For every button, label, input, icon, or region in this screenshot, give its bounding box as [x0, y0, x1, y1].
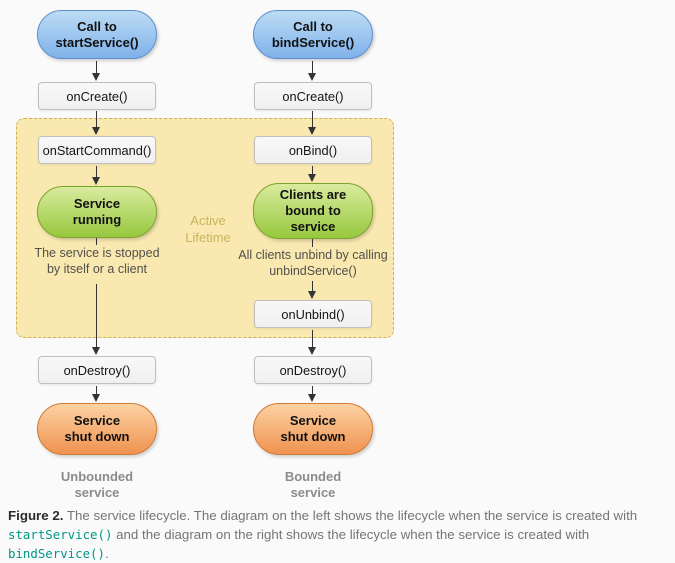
arrow-down — [92, 111, 101, 135]
active-lifetime-label: Active Lifetime — [185, 213, 231, 245]
flow-line — [308, 239, 317, 247]
arrow-down — [308, 281, 317, 299]
figure-number: Figure 2. — [8, 508, 64, 523]
arrow-down — [92, 284, 101, 355]
arrow-down — [92, 61, 101, 81]
node-oncreate-left: onCreate() — [38, 82, 156, 110]
node-service-shutdown-left: Service shut down — [37, 403, 157, 455]
arrow-down — [92, 386, 101, 402]
node-ondestroy-right: onDestroy() — [254, 356, 372, 384]
arrow-down — [308, 330, 317, 355]
node-oncreate-right: onCreate() — [254, 82, 372, 110]
flow-line — [92, 238, 101, 245]
bindservice-code: bindService() — [8, 546, 105, 561]
startservice-code: startService() — [8, 527, 113, 542]
node-ondestroy-left: onDestroy() — [38, 356, 156, 384]
node-onunbind: onUnbind() — [254, 300, 372, 328]
arrow-down — [308, 61, 317, 81]
node-service-shutdown-right: Service shut down — [253, 403, 373, 455]
node-onstartcommand: onStartCommand() — [38, 136, 156, 164]
arrow-down — [308, 111, 317, 135]
node-onbind: onBind() — [254, 136, 372, 164]
arrow-down — [308, 166, 317, 182]
arrow-down — [92, 166, 101, 185]
node-clients-bound: Clients are bound to service — [253, 183, 373, 239]
node-call-startservice: Call to startService() — [37, 10, 157, 59]
unbounded-service-label: Unbounded service — [60, 469, 134, 500]
arrow-down — [308, 386, 317, 402]
stopped-note: The service is stopped by itself or a cl… — [34, 246, 160, 276]
figure-caption: Figure 2. The service lifecycle. The dia… — [8, 508, 638, 561]
node-call-bindservice: Call to bindService() — [253, 10, 373, 59]
node-service-running: Service running — [37, 186, 157, 238]
bounded-service-label: Bounded service — [284, 469, 342, 500]
unbind-note: All clients unbind by calling unbindServ… — [238, 248, 388, 278]
